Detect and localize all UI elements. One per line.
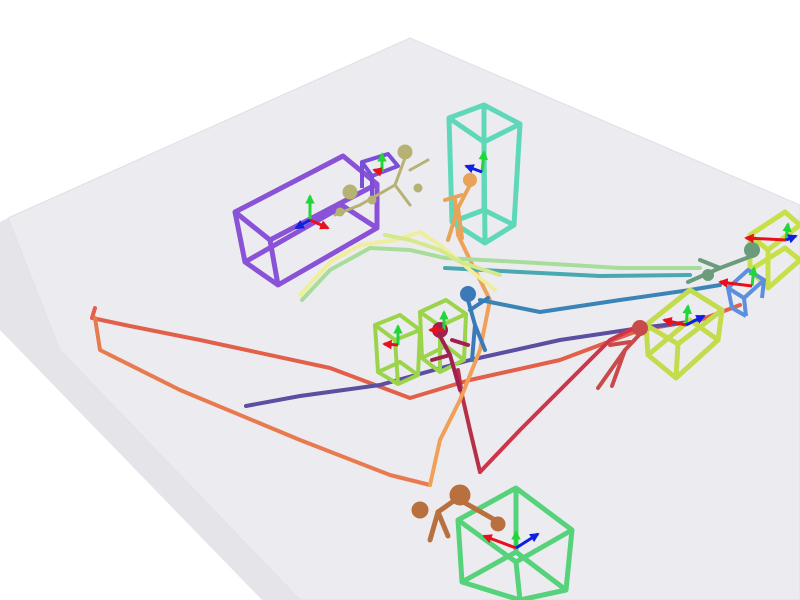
axis-gizmo-purple-small: [372, 152, 387, 177]
axis-gizmo-lime-b: [428, 310, 449, 335]
blue-small-box: [726, 268, 766, 318]
purple-large-box: [232, 153, 380, 288]
axis-gizmo-blue-box: [718, 266, 758, 288]
floor-plane: [0, 37, 800, 600]
lime-box-left-b: [418, 298, 468, 374]
steelblue-trajectory: [478, 283, 722, 314]
brown-figure-front: [411, 484, 506, 543]
olive-figure: [333, 144, 430, 217]
orange-red-trajectory-return: [93, 316, 432, 487]
paleyellow-trajectory-b: [383, 233, 502, 277]
orange-figure-back: [443, 173, 477, 242]
crimson-trajectory: [456, 368, 482, 474]
figures: [333, 144, 760, 543]
paleyellow-trajectory: [298, 230, 497, 297]
axis-gizmo-purple-box: [294, 194, 330, 230]
axis-gizmo-teal-box: [464, 150, 489, 174]
red-figure-right: [596, 320, 648, 390]
axis-gizmo-green-front: [482, 530, 540, 550]
steelblue-figure: [460, 286, 490, 362]
lime-box-left-a: [373, 313, 422, 386]
axis-gizmo-far-right: [744, 222, 798, 244]
axis-gizmo-lime-a: [382, 324, 403, 350]
orange-trajectory: [428, 198, 492, 487]
axis-gizmo-lime-right: [662, 304, 706, 327]
sage-figure-right: [686, 242, 760, 284]
crimson-trajectory-right: [478, 323, 642, 474]
palegreen-trajectory: [300, 246, 702, 302]
axis-gizmos: [294, 150, 798, 550]
